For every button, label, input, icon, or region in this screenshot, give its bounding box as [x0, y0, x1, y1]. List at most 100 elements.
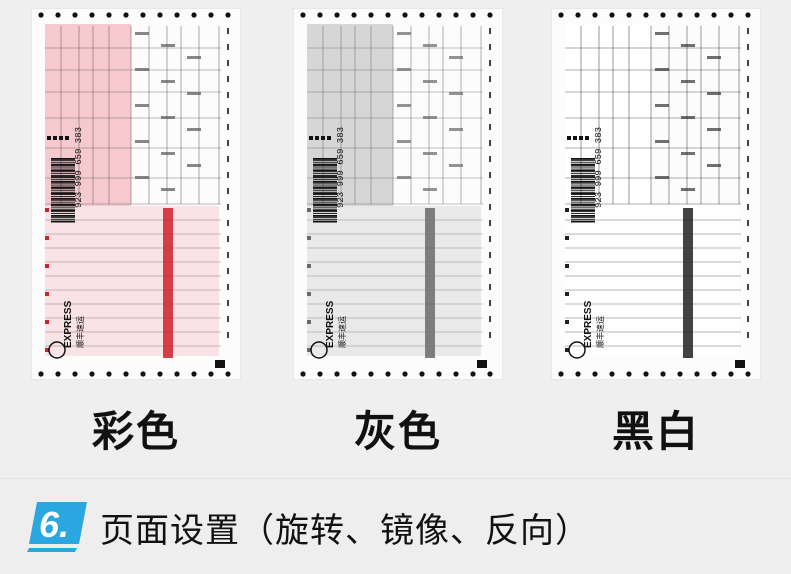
- form-text: [423, 152, 437, 155]
- form-text: [135, 68, 149, 71]
- perforation-tick: [489, 140, 491, 146]
- form-text: [161, 44, 175, 47]
- form-text: [681, 116, 695, 119]
- perforation-tick: [747, 76, 749, 82]
- barcode-bar: [571, 216, 595, 218]
- end-block: [477, 360, 487, 368]
- barcode-bar: [51, 207, 75, 209]
- barcode-bar: [313, 167, 337, 169]
- barcode-bar: [51, 165, 75, 167]
- perforation-tick: [489, 60, 491, 66]
- sprocket-hole: [626, 371, 632, 377]
- sprocket-hole: [191, 12, 197, 18]
- sprocket-hole: [643, 371, 649, 377]
- form-text: [187, 92, 201, 95]
- sprocket-hole: [609, 12, 615, 18]
- barcode-bar: [571, 180, 595, 183]
- form-text: [161, 152, 175, 155]
- sprocket-hole: [711, 12, 717, 18]
- row-marker: [565, 264, 569, 268]
- end-block: [215, 360, 225, 368]
- sprocket-hole: [72, 12, 78, 18]
- sprocket-hole: [334, 371, 340, 377]
- barcode-bar: [51, 182, 75, 184]
- sprocket-hole: [419, 371, 425, 377]
- perforation-tick: [747, 92, 749, 98]
- form-text: [707, 56, 721, 59]
- step-number: 6.: [39, 504, 70, 545]
- form-text: [655, 68, 669, 71]
- sprocket-hole: [558, 12, 564, 18]
- barcode-bar: [313, 199, 337, 201]
- barcode-bar: [571, 173, 595, 175]
- row-marker: [307, 292, 311, 296]
- perforation-tick: [227, 204, 229, 210]
- barcode-bar: [313, 194, 337, 195]
- step-badge-shape: [27, 502, 87, 552]
- sprocket-hole: [300, 371, 306, 377]
- sprocket-hole: [38, 371, 44, 377]
- brand-name-cn: 顺丰速运: [337, 316, 347, 348]
- sprocket-hole: [728, 12, 734, 18]
- status-square: [327, 136, 331, 140]
- barcode-bar: [51, 192, 75, 194]
- sprocket-hole: [72, 371, 78, 377]
- barcode-bar: [51, 196, 75, 197]
- barcode-bar: [51, 213, 75, 214]
- sprocket-hole: [487, 371, 493, 377]
- perforation-tick: [227, 156, 229, 162]
- sprocket-hole: [140, 371, 146, 377]
- barcode-bar: [313, 184, 337, 186]
- perforation-tick: [227, 108, 229, 114]
- perforation-tick: [227, 252, 229, 258]
- perforation-tick: [227, 28, 229, 34]
- sprocket-hole: [225, 371, 231, 377]
- divider: [0, 478, 791, 479]
- form-text: [449, 56, 463, 59]
- sprocket-hole: [191, 371, 197, 377]
- sprocket-hole: [487, 12, 493, 18]
- brand-name-cn: 顺丰速运: [595, 316, 605, 348]
- form-text: [681, 80, 695, 83]
- barcode-bar: [571, 211, 595, 213]
- barcode-bar: [571, 207, 595, 209]
- form-text: [449, 92, 463, 95]
- status-square: [309, 136, 313, 140]
- barcode-number: 923 999 659 383: [336, 127, 346, 208]
- barcode-bar: [313, 177, 337, 178]
- perforation-tick: [489, 156, 491, 162]
- barcode-bar: [571, 197, 595, 200]
- row-marker: [45, 348, 49, 352]
- barcode-bar: [51, 194, 75, 195]
- form-text: [423, 44, 437, 47]
- sprocket-hole: [609, 371, 615, 377]
- barcode-bar: [51, 209, 75, 212]
- barcode-bar: [51, 205, 75, 207]
- perforation-tick: [227, 60, 229, 66]
- sprocket-hole: [106, 371, 112, 377]
- perforation-tick: [227, 332, 229, 338]
- sf-logo-icon: [568, 341, 586, 359]
- form-text: [135, 32, 149, 35]
- perforation-tick: [489, 44, 491, 50]
- sprocket-hole: [419, 12, 425, 18]
- perforation-tick: [489, 236, 491, 242]
- barcode-bar: [313, 169, 337, 172]
- perforation-tick: [227, 300, 229, 306]
- barcode-bar: [51, 169, 75, 172]
- perforation-tick: [489, 124, 491, 130]
- perforation-tick: [747, 28, 749, 34]
- row-marker: [45, 236, 49, 240]
- tinted-area-lower: [45, 206, 219, 356]
- perforation-tick: [227, 140, 229, 146]
- form-text: [707, 92, 721, 95]
- sprocket-hole: [402, 12, 408, 18]
- perforation-tick: [747, 252, 749, 258]
- status-square: [567, 136, 571, 140]
- sprocket-hole: [334, 12, 340, 18]
- tinted-area: [307, 24, 393, 206]
- perforation-tick: [489, 76, 491, 82]
- barcode-bar: [313, 197, 337, 200]
